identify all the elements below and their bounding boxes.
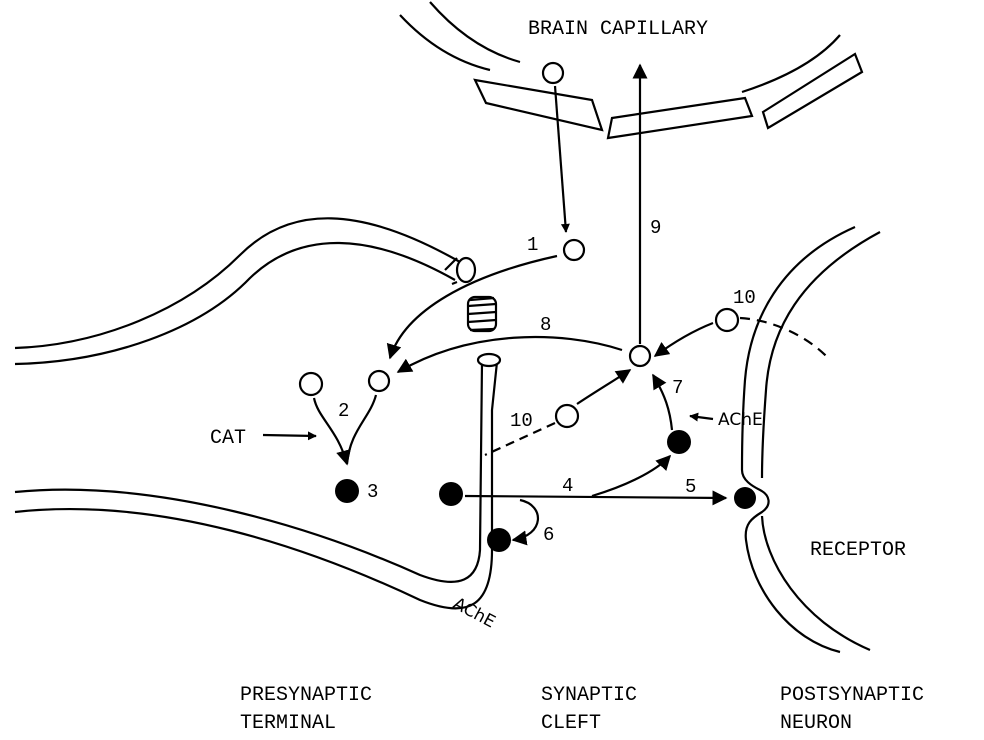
step-10-post: 10	[733, 287, 756, 309]
step-9: 9	[650, 217, 661, 239]
label-ache-cleft: AChE	[718, 410, 763, 430]
arrow-step-2-right	[347, 395, 376, 464]
choline-step-2-right	[369, 371, 389, 391]
label-cleft-1: SYNAPTIC	[541, 684, 637, 707]
step-5: 5	[685, 476, 696, 498]
step-7: 7	[672, 377, 683, 399]
arrow-ache-cleft	[690, 416, 713, 419]
postsynaptic-neuron-membrane	[742, 227, 880, 652]
step-3: 3	[367, 481, 378, 503]
arrow-step-10-cleft	[577, 370, 630, 404]
acetylcholine-ache-bound	[667, 430, 691, 454]
label-cleft-2: CLEFT	[541, 712, 601, 735]
step-2: 2	[338, 400, 349, 422]
label-cat: CAT	[210, 427, 246, 450]
step-4: 4	[562, 475, 573, 497]
arrow-cat	[263, 435, 316, 436]
choline-cleft-center	[630, 346, 650, 366]
arrow-capillary-to-cleft	[555, 86, 566, 232]
label-ache-membrane: AChE	[450, 594, 499, 633]
choline-in-capillary	[543, 63, 563, 83]
acetylcholine-released	[439, 482, 463, 506]
step-8: 8	[540, 314, 551, 336]
choline-postsynaptic	[716, 309, 738, 331]
label-postsynaptic-2: NEURON	[780, 712, 852, 735]
label-brain-capillary: BRAIN CAPILLARY	[528, 18, 708, 41]
presynaptic-terminal-membrane	[15, 218, 497, 608]
arrow-step-4-curve	[592, 456, 670, 496]
step-6: 6	[543, 524, 554, 546]
label-receptor: RECEPTOR	[810, 539, 906, 562]
acetylcholine-step-6	[487, 528, 511, 552]
acetylcholine-receptor-bound	[734, 487, 756, 509]
choline-step-2-left	[300, 373, 322, 395]
arrow-step-7	[653, 375, 672, 430]
step-1: 1	[527, 234, 538, 256]
label-presynaptic-2: TERMINAL	[240, 712, 336, 735]
arrow-step-8	[398, 337, 622, 372]
label-postsynaptic-1: POSTSYNAPTIC	[780, 684, 924, 707]
arrow-step-6	[513, 500, 538, 540]
arrow-step-10-post	[655, 323, 713, 356]
acetylcholine-step-3	[335, 479, 359, 503]
choline-step-1	[564, 240, 584, 260]
label-presynaptic-1: PRESYNAPTIC	[240, 684, 372, 707]
step-10-cleft: 10	[510, 410, 533, 432]
choline-step-10	[556, 405, 578, 427]
